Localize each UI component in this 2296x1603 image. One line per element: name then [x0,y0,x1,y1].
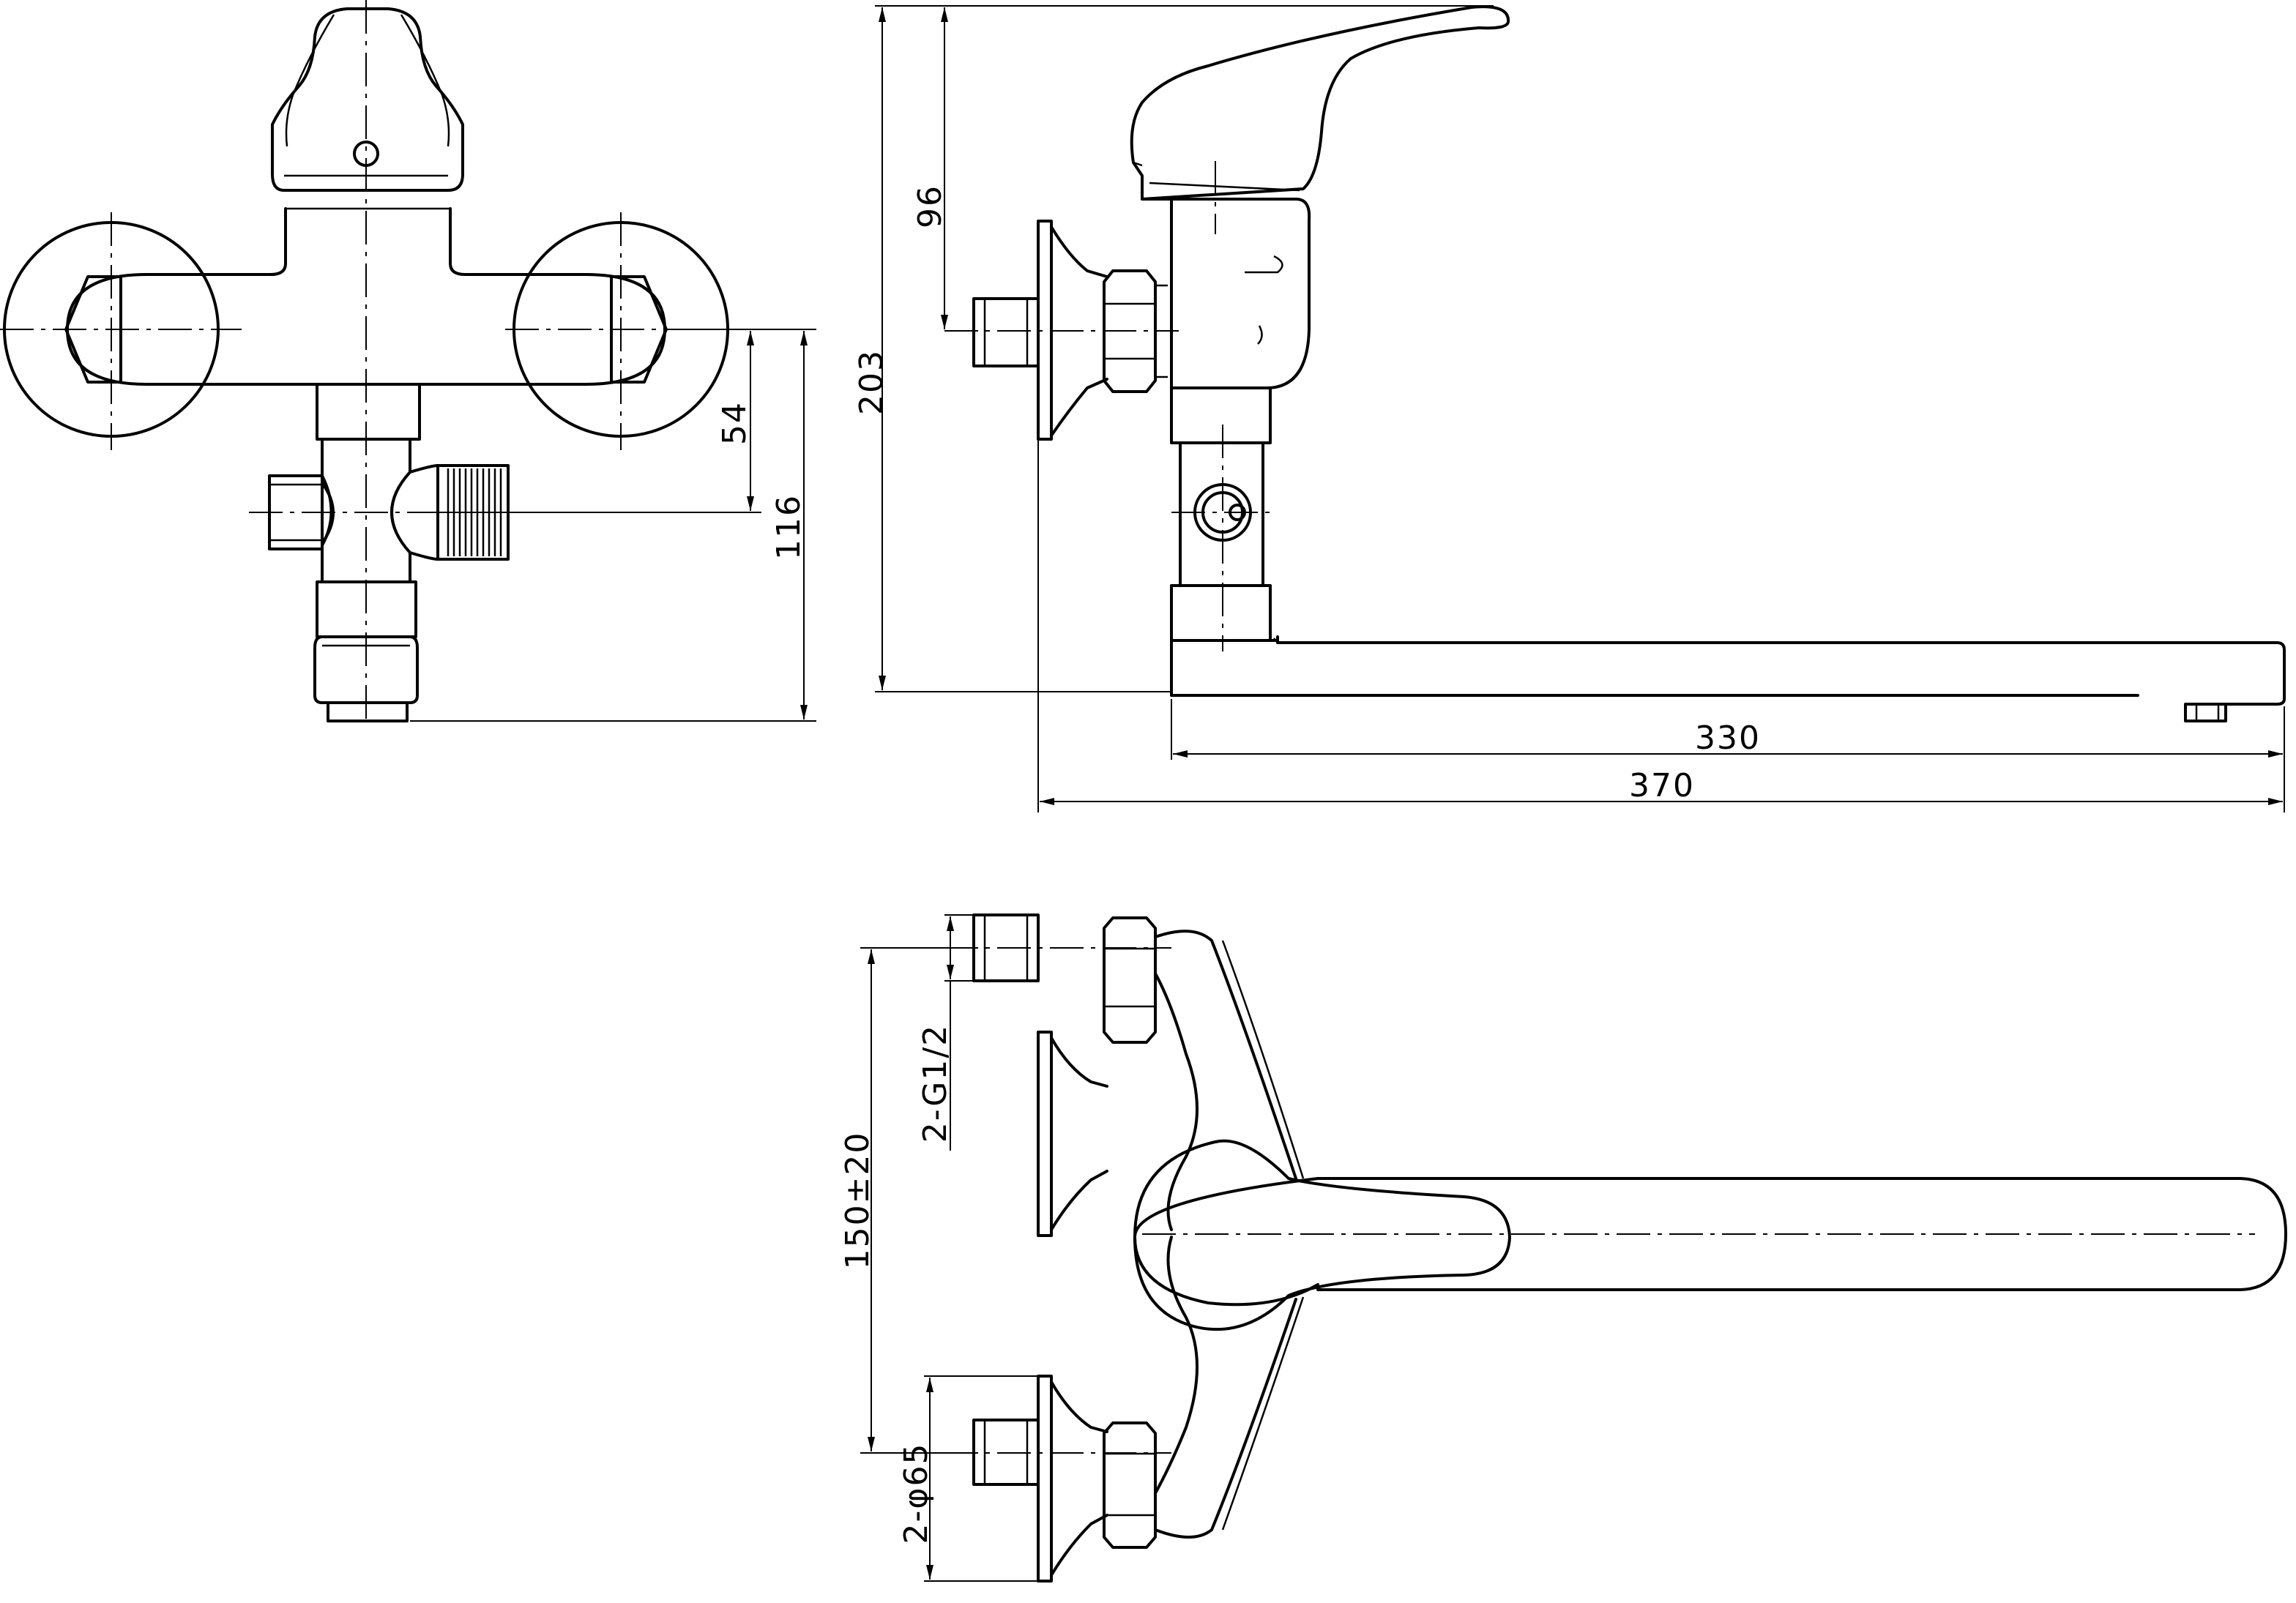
dim-flange: 2-φ65 [898,1443,935,1544]
top-flange-lower [1037,1375,1053,1583]
top-lever [1133,1139,1511,1331]
lever-handle [271,7,464,192]
front-dimensions: 54 116 [410,329,816,722]
side-body [1141,198,1311,389]
side-spout [1170,635,2286,722]
front-view [0,0,761,725]
outlet-nozzle [313,635,419,704]
top-spout [1316,1177,2287,1291]
diverter-upper-nut [316,383,421,441]
top-body [1154,930,1297,1539]
dim-thread: 2-G1/2 [917,1024,954,1143]
top-hex-nut-lower [1103,1421,1157,1549]
dim-203: 203 [853,349,890,415]
dim-96: 96 [912,184,949,228]
side-hex-nut [1103,269,1157,393]
top-dimensions: 150±20 2-G1/2 2-φ65 [839,914,1038,1582]
side-dimensions: 203 96 330 370 [853,5,2285,812]
side-lower-nut [1170,584,1272,642]
dim-330: 330 [1695,720,1761,757]
top-view [944,913,2287,1583]
dim-116: 116 [770,494,808,560]
dim-370: 370 [1629,767,1695,804]
side-upper-nut [1170,386,1272,444]
dim-150: 150±20 [839,1132,876,1270]
side-view [944,5,2286,722]
top-hex-nut-upper [1103,916,1157,1044]
side-lever [1130,5,1510,201]
dim-54: 54 [716,401,753,445]
top-mixer-disc [1133,1177,1319,1307]
side-inlet-thread [972,297,1040,367]
top-flange-upper [1037,1031,1053,1237]
